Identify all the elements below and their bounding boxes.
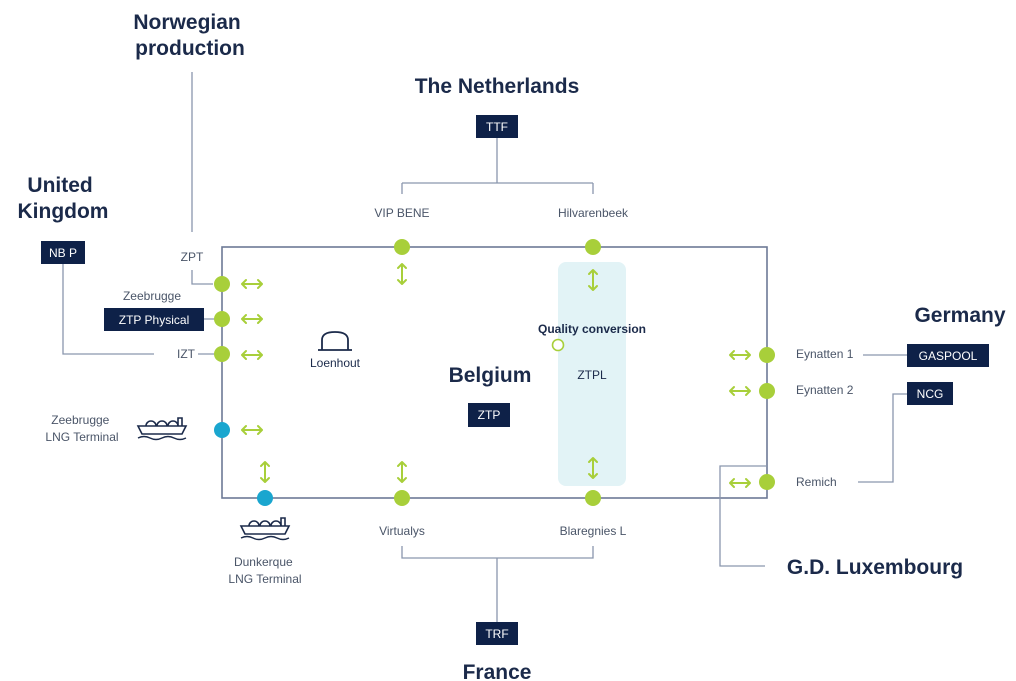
bidirectional-arrow-icon <box>729 350 751 360</box>
bidirectional-arrow-icon <box>260 461 270 483</box>
label-quality-conversion: Quality conversion <box>538 322 646 336</box>
country-belgium: Belgium <box>449 364 532 387</box>
label-ztpl: ZTPL <box>577 368 607 382</box>
storage-tank-icon <box>318 331 352 351</box>
hub-gaspool: GASPOOL <box>907 344 989 367</box>
label-izt: IZT <box>177 347 196 361</box>
point-virtualys <box>394 490 410 506</box>
bidirectional-arrow-icon <box>241 350 263 360</box>
svg-text:ZTP Physical: ZTP Physical <box>119 313 189 327</box>
uk-connector <box>62 264 154 355</box>
point-zeebrugge <box>214 311 230 327</box>
country-uk: United Kingdom <box>18 174 109 223</box>
country-netherlands: The Netherlands <box>415 75 580 98</box>
eynatten2-connector <box>858 393 907 483</box>
bidirectional-arrow-icon <box>241 314 263 324</box>
lng-ship-icon <box>137 417 187 441</box>
point-blaregnies <box>585 490 601 506</box>
point-remich <box>759 474 775 490</box>
label-zeebrugge: Zeebrugge <box>123 289 181 303</box>
hub-nbp: NB P <box>41 241 85 264</box>
country-france: France <box>463 661 532 681</box>
bidirectional-arrow-icon <box>729 386 751 396</box>
hub-ztp: ZTP <box>468 403 510 427</box>
label-blaregnies: Blaregnies L <box>560 524 627 538</box>
hub-ztp-physical: ZTP Physical <box>104 308 204 331</box>
label-hilvarenbeek: Hilvarenbeek <box>558 206 629 220</box>
svg-text:NCG: NCG <box>917 387 944 401</box>
point-eynatten1 <box>759 347 775 363</box>
hub-ttf: TTF <box>476 115 518 138</box>
luxembourg-connector <box>719 465 767 567</box>
point-quality-conversion <box>551 338 565 352</box>
point-eynatten2 <box>759 383 775 399</box>
bidirectional-arrow-icon <box>397 461 407 483</box>
ztpl-zone <box>558 262 626 486</box>
label-remich: Remich <box>796 475 837 489</box>
bidirectional-arrow-icon <box>241 425 263 435</box>
label-zpt: ZPT <box>181 250 204 264</box>
france-connector <box>401 546 594 622</box>
netherlands-connector <box>401 137 594 194</box>
bidirectional-arrow-icon <box>729 478 751 488</box>
point-vip-bene <box>394 239 410 255</box>
label-eynatten1: Eynatten 1 <box>796 347 854 361</box>
point-hilvarenbeek <box>585 239 601 255</box>
label-loenhout: Loenhout <box>310 356 361 370</box>
label-dunkerque-lng: Dunkerque LNG Terminal <box>228 555 301 586</box>
point-izt <box>214 346 230 362</box>
label-zeebrugge-lng: Zeebrugge LNG Terminal <box>45 413 118 444</box>
svg-text:NB P: NB P <box>49 246 77 260</box>
bidirectional-arrow-icon <box>241 279 263 289</box>
svg-text:GASPOOL: GASPOOL <box>919 349 978 363</box>
belgium-border <box>221 246 768 499</box>
lng-ship-icon <box>240 517 290 541</box>
point-zeebrugge-lng <box>214 422 230 438</box>
country-norway: Norwegian production <box>133 11 246 60</box>
svg-text:TTF: TTF <box>486 120 508 134</box>
zpt-connector <box>191 270 213 285</box>
svg-text:TRF: TRF <box>485 627 508 641</box>
label-virtualys: Virtualys <box>379 524 425 538</box>
point-zpt <box>214 276 230 292</box>
svg-text:ZTP: ZTP <box>478 408 501 422</box>
label-eynatten2: Eynatten 2 <box>796 383 854 397</box>
hub-trf: TRF <box>476 622 518 645</box>
country-luxembourg: G.D. Luxembourg <box>787 556 963 579</box>
bidirectional-arrow-icon <box>397 263 407 285</box>
country-germany: Germany <box>914 304 1005 327</box>
point-dunkerque-lng <box>257 490 273 506</box>
hub-ncg: NCG <box>907 382 953 405</box>
label-vip-bene: VIP BENE <box>374 206 429 220</box>
